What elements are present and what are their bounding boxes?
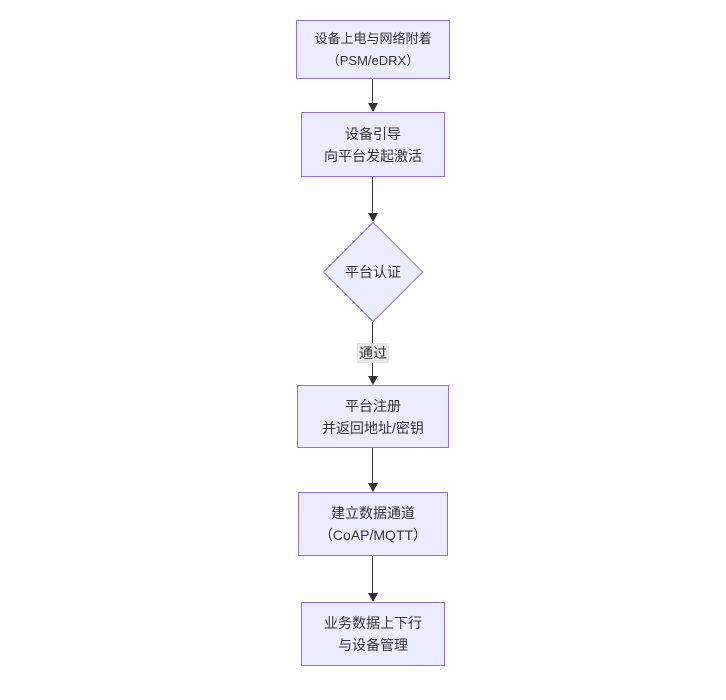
node-platform-register: 平台注册 并返回地址/密钥 [297, 385, 449, 448]
connector-bootstrap-to-auth [372, 177, 373, 213]
arrowhead-down-icon [368, 103, 378, 112]
node-device-bootstrap-line1: 设备引导 [345, 125, 401, 142]
edge-label-pass: 通过 [357, 343, 389, 363]
node-data-channel: 建立数据通道 （CoAP/MQTT） [298, 492, 448, 556]
node-business-data-line1: 业务数据上下行 [324, 615, 422, 631]
node-platform-register-line1: 平台注册 [345, 397, 401, 414]
node-business-data: 业务数据上下行 与设备管理 [301, 602, 445, 666]
node-data-channel-line1: 建立数据通道 [331, 505, 415, 521]
node-platform-auth-label: 平台认证 [345, 264, 401, 280]
connector-channel-to-business [372, 556, 373, 593]
arrowhead-down-icon [368, 593, 378, 602]
node-platform-register-line2: 并返回地址/密钥 [322, 419, 424, 436]
node-device-bootstrap: 设备引导 向平台发起激活 [301, 112, 445, 177]
arrowhead-down-icon [368, 483, 378, 492]
connector-register-to-channel [372, 448, 373, 483]
node-platform-auth: 平台认证 [322, 221, 424, 323]
node-device-bootstrap-line2: 向平台发起激活 [324, 147, 422, 164]
node-power-on-attach-line2: （PSM/eDRX） [326, 52, 420, 68]
arrowhead-down-icon [368, 376, 378, 385]
node-power-on-attach: 设备上电与网络附着 （PSM/eDRX） [296, 20, 450, 79]
node-power-on-attach-line1: 设备上电与网络附着 [314, 30, 432, 46]
node-business-data-line2: 与设备管理 [338, 637, 408, 653]
node-data-channel-line2: （CoAP/MQTT） [318, 527, 428, 543]
connector-power-to-bootstrap [372, 79, 373, 103]
arrowhead-down-icon [368, 213, 378, 222]
